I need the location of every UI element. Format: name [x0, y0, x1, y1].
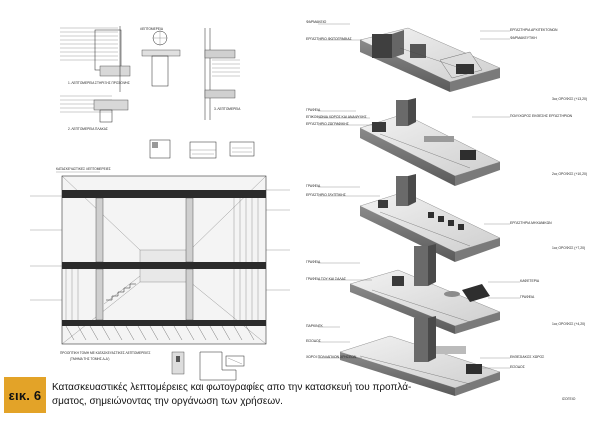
figure-badge: εικ. 6 — [4, 377, 46, 413]
level-label-floor4: 1ος ΟΡΟΦΟΣ (+7,20) — [552, 246, 586, 250]
caption-line-1: Κατασκευαστικές λεπτομέρειες και φωτογρα… — [52, 382, 412, 393]
figure-caption: Κατασκευαστικές λεπτομέρειες και φωτογρα… — [52, 381, 412, 409]
label-floor3-left-0: ΓΡΑΦΕΙΑ — [306, 184, 321, 188]
svg-text:3. ΛΕΠΤΟΜΕΡΕΙΑ: 3. ΛΕΠΤΟΜΕΡΕΙΑ — [214, 107, 241, 111]
small-section-details — [149, 139, 255, 159]
label-floor4-right-1: ΓΡΑΦΕΙΑ — [520, 295, 535, 299]
label-floor5-right-1: ΕΙΣΟΔΟΣ — [510, 365, 525, 369]
label-floor2-left-0: ΓΡΑΦΕΙΑ — [306, 108, 321, 112]
label-leaders — [318, 23, 520, 369]
perspective-section-drawing: ΚΑΤΑΣΚΕΥΑΣΤΙΚΕΣ ΛΕΠΤΟΜΕΡΕΙΕΣ — [30, 167, 290, 361]
label-floor3-right-0: ΕΡΓΑΣΤΗΡΙΑ ΜΗΧΑΝΙΚΩΝ — [510, 221, 552, 225]
level-label-floor3: 2ος ΟΡΟΦΟΣ (+10,20) — [552, 172, 587, 176]
label-floor5-left-2: ΧΩΡΟΙ ΠΟΛΛΑΠΛΩΝ ΧΡΗΣΕΩΝ — [306, 355, 357, 359]
plan-detail-small — [171, 351, 245, 381]
label-floor1-right-0: ΕΡΓΑΣΤΗΡΙΑ ΑΡΧΙΤΕΚΤΟΝΩΝ — [510, 28, 558, 32]
level-label-floor2: 3ος ΟΡΟΦΟΣ (+13,20) — [552, 97, 587, 101]
label-floor2-left-1: ΕΠΙΚΟΙΝΩΝΙΑ ΧΩΡΟΣ ΚΑΙ ΑΝΑΨΥΧΗΣ — [306, 115, 367, 119]
figure-number: εικ. 6 — [8, 387, 42, 403]
model-third-floor — [359, 98, 501, 186]
label-floor2-right-0: ΠΟΛΥΧΩΡΟΣ ΕΚΘΕΣΗΣ ΕΡΓΑΣΤΗΡΙΩΝ — [510, 114, 573, 118]
label-floor4-right-0: ΚΑΦΕΤΕΡΙΑ — [520, 279, 540, 283]
label-floor4-left-0: ΓΡΑΦΕΙΑ — [306, 260, 321, 264]
label-floor4-left-1: ΓΡΑΦΕΙΑ ΤΟΥ ΚΑΙ ΣΑΛΑΣ — [306, 277, 346, 281]
section-title: ΚΑΤΑΣΚΕΥΑΣΤΙΚΕΣ ΛΕΠΤΟΜΕΡΕΙΕΣ — [56, 167, 111, 171]
model-top-roof — [359, 27, 501, 92]
level-label-floor5: 1ος ΟΡΟΦΟΣ (+4,20) — [552, 322, 586, 326]
construction-detail-group: 1. ΛΕΠΤΟΜΕΡΕΙΑ ΣΤΗΡΙΞΗΣ ΠΡΟΣΟΨΗΣ 2. ΛΕΠΤ… — [60, 26, 241, 131]
label-floor1-right-1: ΦΑΡΜΑΚΕΥΤΙΚΗ — [510, 36, 537, 40]
caption-line-2: σματος, σημειώνοντας την οργάνωση των χρ… — [52, 396, 283, 407]
section-caption-2: (ΤΜΗΜΑ ΤΗΣ ΤΟΜΗΣ Δ-Δ') — [70, 357, 109, 361]
label-floor1-left-0: ΦΑΡΜΑΚΕΙΟ — [306, 20, 327, 24]
svg-text:2. ΛΕΠΤΟΜΕΡΕΙΑ ΠΛΑΚΑΣ: 2. ΛΕΠΤΟΜΕΡΕΙΑ ΠΛΑΚΑΣ — [68, 127, 108, 131]
svg-text:ΛΕΠΤΟΜΕΡΕΙΑ: ΛΕΠΤΟΜΕΡΕΙΑ — [140, 27, 164, 31]
svg-text:1. ΛΕΠΤΟΜΕΡΕΙΑ ΣΤΗΡΙΞΗΣ ΠΡΟΣΟΨ: 1. ΛΕΠΤΟΜΕΡΕΙΑ ΣΤΗΡΙΞΗΣ ΠΡΟΣΟΨΗΣ — [68, 81, 130, 85]
label-floor5-left-0: ΠΑΡΚΙΝΓΚ — [306, 324, 323, 328]
label-floor5-right-0: ΕΚΘΕΣΙΑΚΟΣ ΧΩΡΟΣ — [510, 355, 545, 359]
model-ground-floor — [339, 316, 501, 396]
ground-level-label: ΙΣΟΓΕΙΟ — [562, 397, 576, 401]
label-floor1-left-1: ΕΡΓΑΣΤΗΡΙΟ ΦΩΤΟΓΡΑΦΙΑΣ — [306, 37, 352, 41]
label-floor2-left-2: ΕΡΓΑΣΤΗΡΙΟ ΖΩΓΡΑΦΙΚΗΣ — [306, 122, 349, 126]
label-floor3-left-1: ΕΡΓΑΣΤΗΡΙΟ ΓΛΥΠΤΙΚΗΣ — [306, 193, 346, 197]
section-caption-1: ΠΡΟΟΠΤΙΚΗ ΤΟΜΗ ΜΕ ΚΑΤΑΣΚΕΥΑΣΤΙΚΕΣ ΛΕΠΤΟΜ… — [60, 351, 150, 355]
label-floor5-left-1: ΕΙΣΟΔΟΣ — [306, 339, 321, 343]
